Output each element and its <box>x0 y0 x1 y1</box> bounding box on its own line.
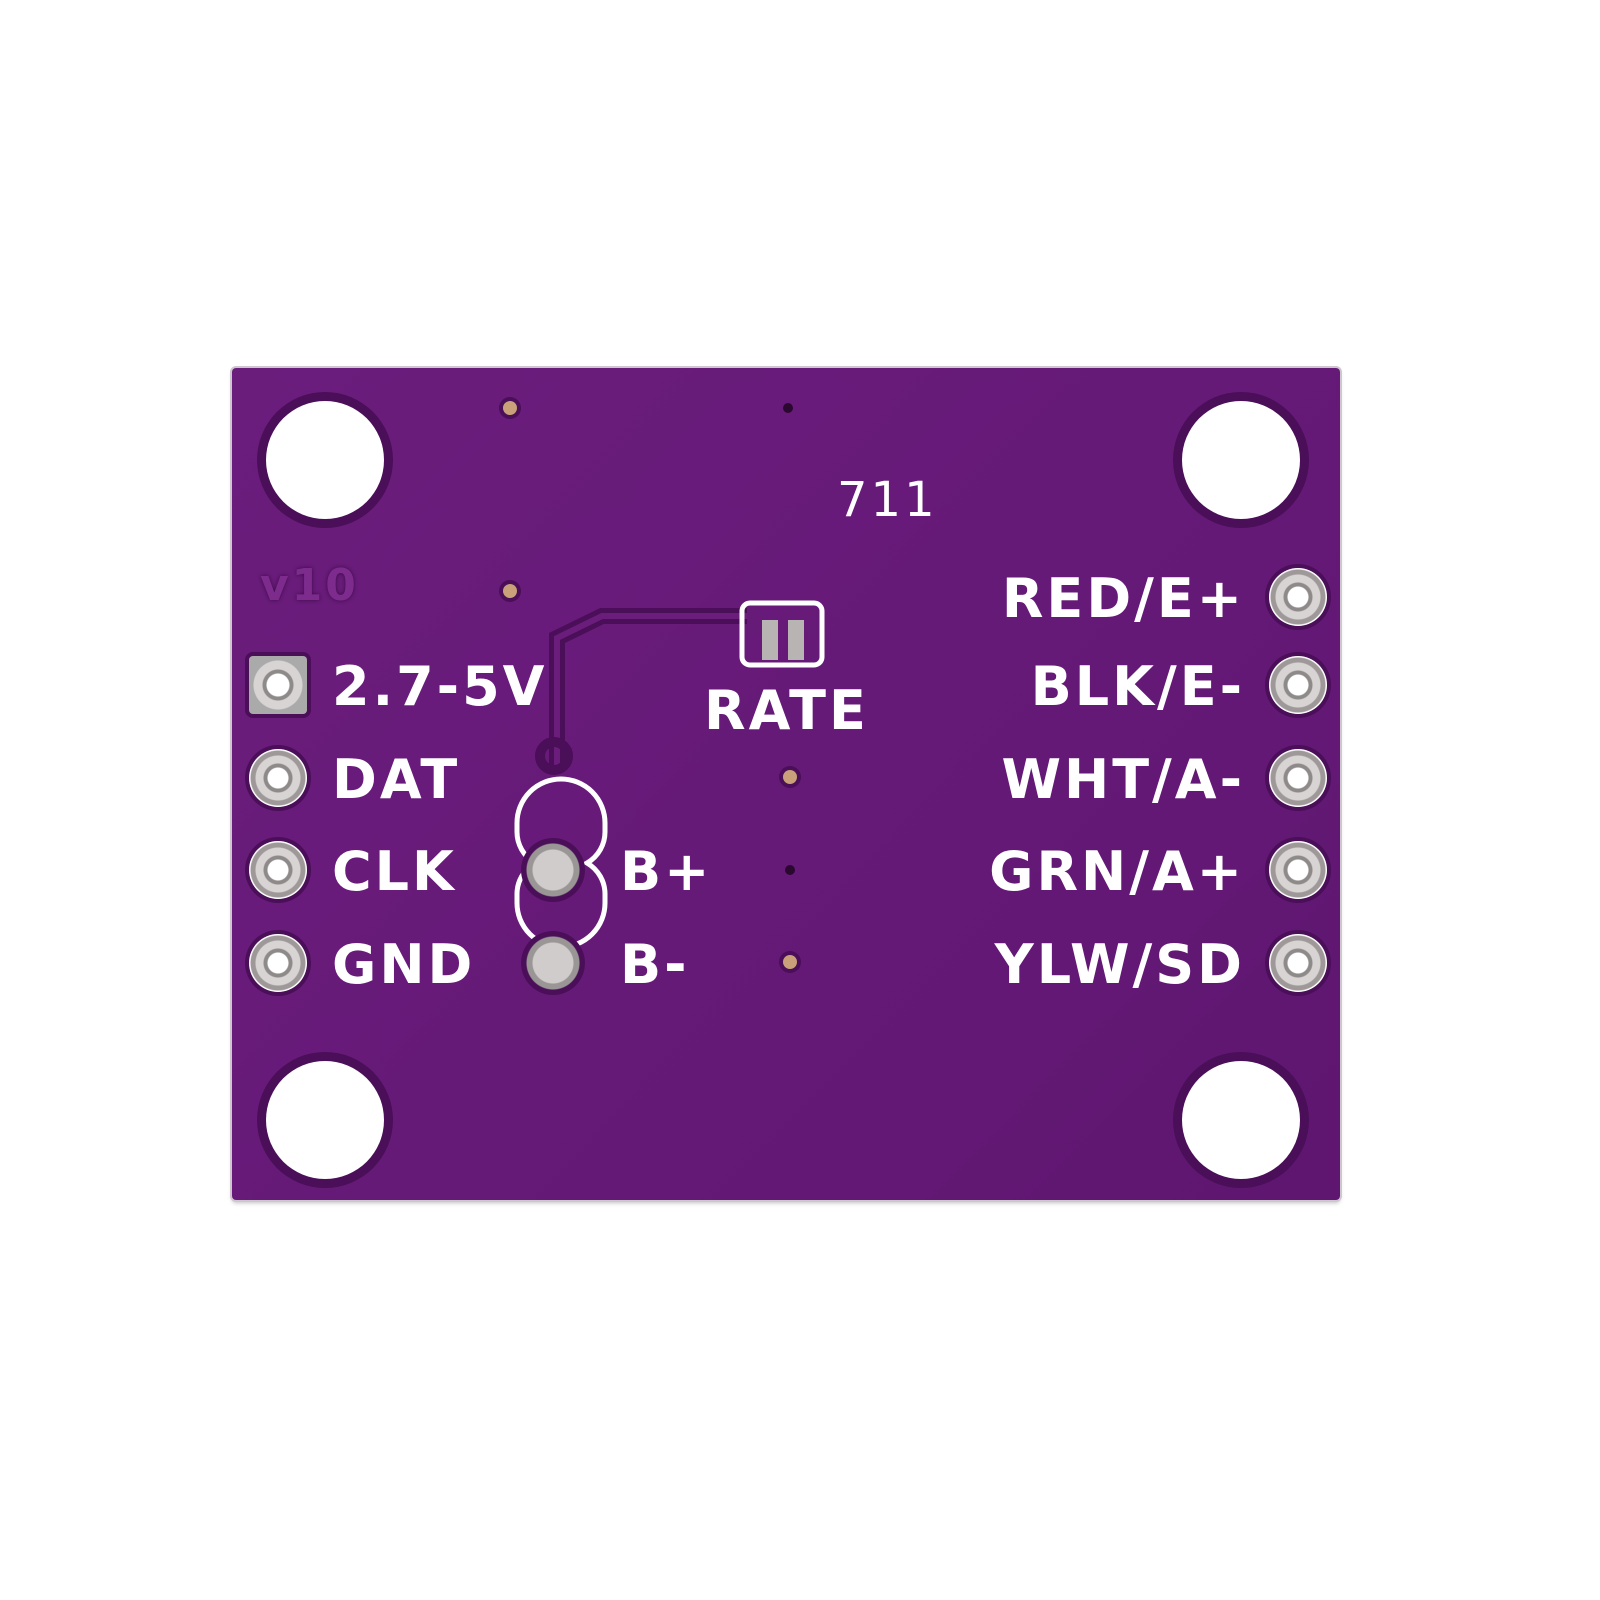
pin-label-e-minus: BLK/E- <box>1030 655 1245 718</box>
pin-label-vcc: 2.7-5V <box>332 655 548 718</box>
mounting-hole <box>266 401 384 519</box>
pin-label-dat: DAT <box>332 748 461 811</box>
mounting-hole <box>266 1061 384 1179</box>
pin-gnd[interactable] <box>249 934 307 992</box>
pin-label-a-plus: GRN/A+ <box>989 840 1245 903</box>
via <box>785 865 795 875</box>
via <box>535 737 573 775</box>
pin-label-sd: YLW/SD <box>994 933 1245 996</box>
via <box>783 955 797 969</box>
pin-label-a-minus: WHT/A- <box>1001 748 1245 811</box>
pin-e-plus[interactable] <box>1269 568 1327 626</box>
part-number-label: 711 <box>837 472 938 528</box>
rate-label: RATE <box>704 679 869 742</box>
pin-e-minus[interactable] <box>1269 656 1327 714</box>
via <box>783 403 793 413</box>
via <box>783 770 797 784</box>
pad-b-minus[interactable] <box>521 931 585 995</box>
mounting-hole <box>1182 401 1300 519</box>
pad-label-b-minus: B- <box>620 933 690 996</box>
pin-sd[interactable] <box>1269 934 1327 992</box>
pad-label-b-plus: B+ <box>620 840 713 903</box>
b-pads-outline <box>514 776 608 950</box>
jumper-pad[interactable] <box>788 620 804 660</box>
pin-label-gnd: GND <box>332 933 476 996</box>
pin-a-plus[interactable] <box>1269 841 1327 899</box>
pin-clk[interactable] <box>249 841 307 899</box>
pin-label-e-plus: RED/E+ <box>1001 567 1245 630</box>
board-traces <box>514 600 825 950</box>
mounting-hole <box>1182 1061 1300 1179</box>
via <box>503 401 517 415</box>
via <box>503 584 517 598</box>
jumper-pad[interactable] <box>762 620 778 660</box>
rate-jumper-outline <box>739 600 825 668</box>
pin-label-clk: CLK <box>332 840 457 903</box>
pin-vcc[interactable] <box>249 656 307 714</box>
pad-b-plus[interactable] <box>521 838 585 902</box>
hx711-pcb-board: 711 v10 RATE 2.7-5V DAT CLK GND B+ B- RE… <box>232 368 1340 1200</box>
pin-dat[interactable] <box>249 749 307 807</box>
pin-a-minus[interactable] <box>1269 749 1327 807</box>
version-label: v10 <box>260 560 359 611</box>
